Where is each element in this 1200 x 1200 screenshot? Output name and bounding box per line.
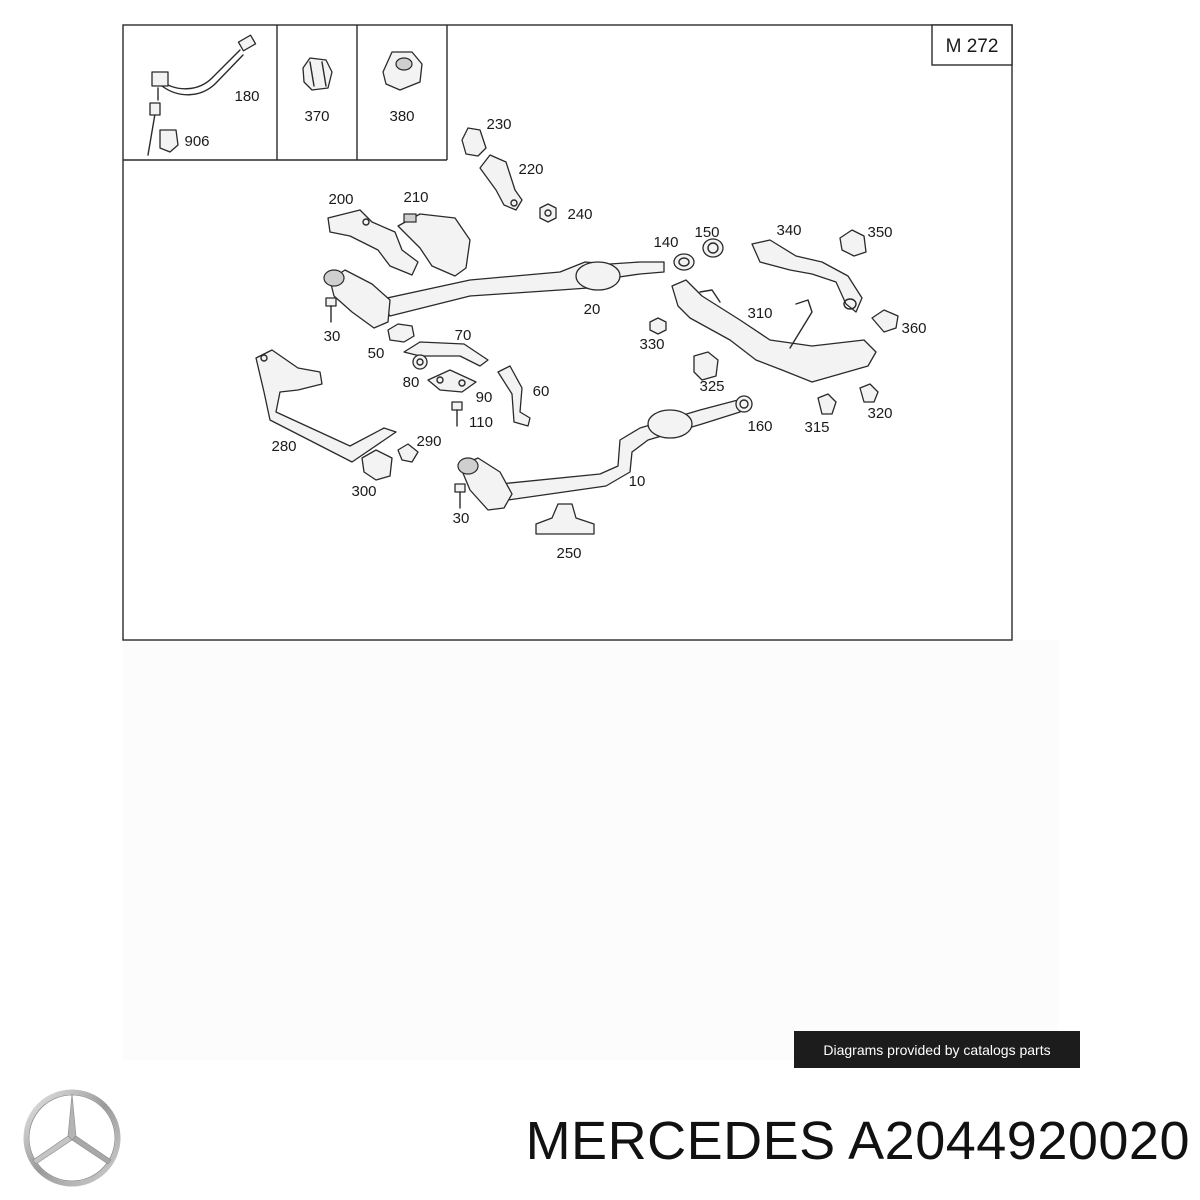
part-bolt-30-upper[interactable] xyxy=(325,297,337,323)
model-code-box: M 272 xyxy=(931,24,1013,66)
part-number-label: 370 xyxy=(304,108,329,125)
part-number-label: 200 xyxy=(328,191,353,208)
part-number-label: 150 xyxy=(694,224,719,241)
part-bracket-210[interactable] xyxy=(397,213,471,277)
part-number-label: 30 xyxy=(324,328,341,345)
part-clamp-370[interactable] xyxy=(302,57,333,91)
diagram-background-panel xyxy=(122,640,1058,1060)
part-bracket-340[interactable] xyxy=(751,239,863,313)
part-catalytic-converter-rear[interactable] xyxy=(457,457,513,511)
part-nut-80[interactable] xyxy=(412,354,428,370)
diagram-credit-badge: Diagrams provided by catalogs parts xyxy=(794,1031,1080,1068)
part-bracket-280[interactable] xyxy=(255,349,397,463)
part-number-label: 20 xyxy=(584,301,601,318)
part-clip-315[interactable] xyxy=(817,393,837,415)
part-bolt-30-lower[interactable] xyxy=(454,483,466,509)
part-clamp-150[interactable] xyxy=(702,238,724,258)
part-number-label: 250 xyxy=(556,545,581,562)
diagram-frame xyxy=(122,24,1013,641)
part-bolt-240[interactable] xyxy=(539,203,557,223)
part-number-label: 290 xyxy=(416,433,441,450)
part-number-label: 160 xyxy=(747,418,772,435)
part-gasket-50[interactable] xyxy=(387,323,415,343)
part-clip-325[interactable] xyxy=(693,351,719,381)
part-rear-pipe-10[interactable] xyxy=(499,399,741,501)
part-hanger-250[interactable] xyxy=(535,503,595,535)
part-bracket-230[interactable] xyxy=(461,127,487,157)
part-number-label: 180 xyxy=(234,88,259,105)
part-front-pipe-20[interactable] xyxy=(377,261,665,317)
part-clip-906[interactable] xyxy=(147,102,179,156)
part-mount-380[interactable] xyxy=(382,51,423,91)
part-catalytic-converter-front[interactable] xyxy=(323,269,391,329)
inset-boxes xyxy=(123,25,448,161)
part-number-label: 240 xyxy=(567,206,592,223)
part-number-label: 50 xyxy=(368,345,385,362)
part-number-label: 280 xyxy=(271,438,296,455)
part-bolt-330[interactable] xyxy=(649,317,667,335)
part-number-label: 325 xyxy=(699,378,724,395)
part-number-label: 80 xyxy=(403,374,420,391)
part-number-label: 310 xyxy=(747,305,772,322)
part-number-labels: 180 906 370 380 230 220 240 200 210 140 … xyxy=(184,88,926,562)
part-number-label: 300 xyxy=(351,483,376,500)
part-clamp-160[interactable] xyxy=(735,395,753,413)
part-number-label: 330 xyxy=(639,336,664,353)
part-number-label: 350 xyxy=(867,224,892,241)
mercedes-star-logo-icon xyxy=(23,1089,121,1187)
part-crossmember-310[interactable] xyxy=(671,279,877,383)
part-number-label: 30 xyxy=(453,510,470,527)
model-code: M 272 xyxy=(946,36,999,57)
part-bracket-200[interactable] xyxy=(327,209,419,276)
part-number-label: 315 xyxy=(804,419,829,436)
part-bracket-60[interactable] xyxy=(497,365,531,427)
part-number-label: 230 xyxy=(486,116,511,133)
part-number-label: 320 xyxy=(867,405,892,422)
part-number-label: 10 xyxy=(629,473,646,490)
part-clamp-140[interactable] xyxy=(673,253,695,271)
part-number-label: 380 xyxy=(389,108,414,125)
part-clip-360[interactable] xyxy=(871,309,899,333)
part-number-label: 110 xyxy=(469,414,493,431)
part-number-label: 906 xyxy=(184,133,209,150)
part-number-label: 140 xyxy=(653,234,678,251)
part-number-label: 90 xyxy=(476,389,493,406)
part-oxygen-sensor-180[interactable] xyxy=(151,34,257,101)
part-bolt-110[interactable] xyxy=(451,401,463,427)
part-number-label: 70 xyxy=(455,327,472,344)
part-number-label: 340 xyxy=(776,222,801,239)
part-title: MERCEDES A2044920020 xyxy=(525,1111,1190,1171)
part-bracket-350[interactable] xyxy=(839,229,867,257)
part-clamp-300[interactable] xyxy=(361,449,393,481)
part-clip-320[interactable] xyxy=(859,383,879,403)
part-mount-90[interactable] xyxy=(427,369,477,393)
part-number-label: 220 xyxy=(518,161,543,178)
part-clip-290[interactable] xyxy=(397,443,419,463)
part-number-label: 60 xyxy=(533,383,550,400)
part-number-label: 210 xyxy=(403,189,428,206)
part-bracket-70[interactable] xyxy=(403,341,489,367)
part-number-label: 360 xyxy=(901,320,926,337)
part-bracket-220[interactable] xyxy=(479,154,523,211)
